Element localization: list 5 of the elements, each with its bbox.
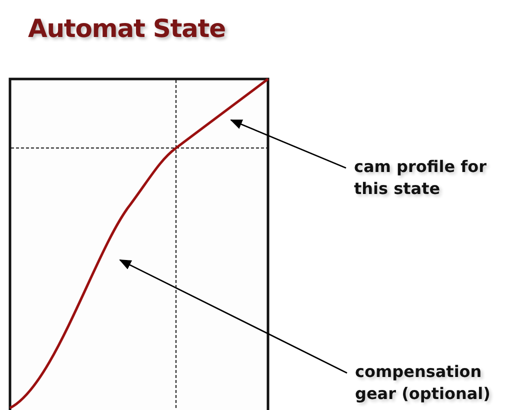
leader-arrow [119,259,348,374]
leader-arrow [230,119,346,169]
callout-text: cam profile for this state [354,156,488,200]
callout-text: compensation gear (optional) [355,361,492,405]
title: Automat State [28,13,226,45]
